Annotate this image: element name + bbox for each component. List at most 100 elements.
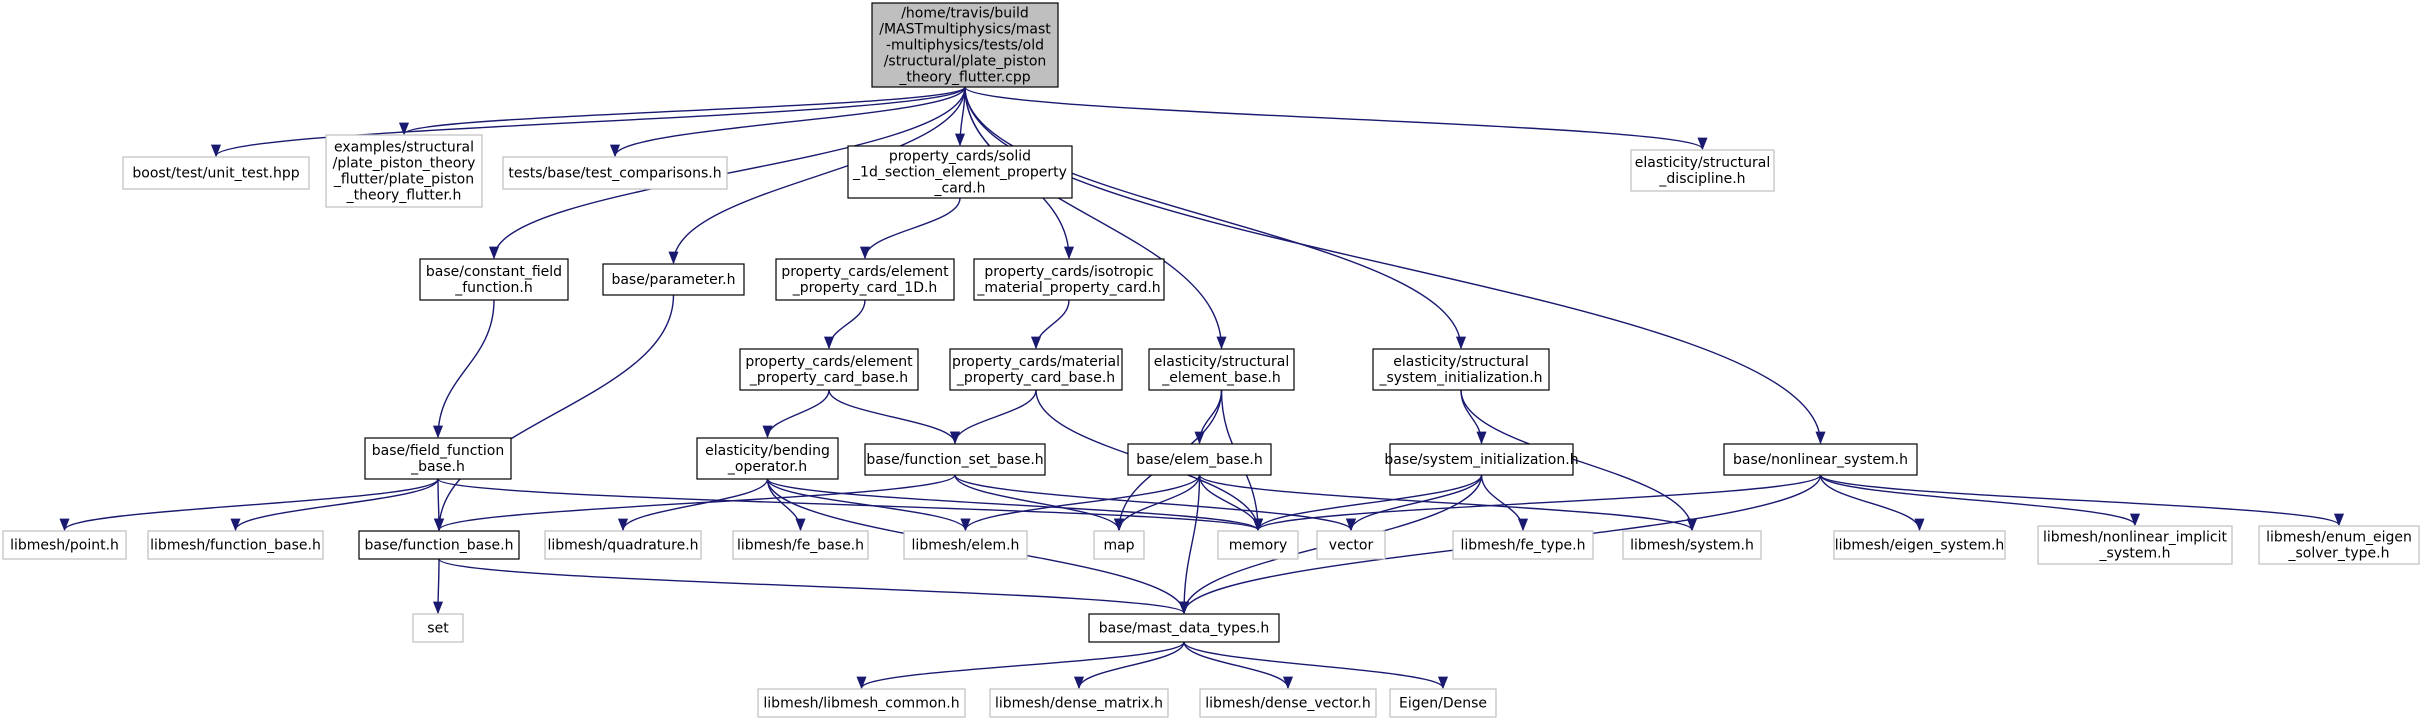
node-element_property_card_1d[interactable]: property_cards/element_property_card_1D.…: [775, 258, 955, 301]
node-structural_system_init[interactable]: elasticity/structural_system_initializat…: [1372, 348, 1550, 391]
edge-material_property_card_base-to-function_set_base: [949, 389, 1037, 445]
node-element_property_card_base[interactable]: property_cards/element_property_card_bas…: [739, 348, 919, 391]
node-box: [147, 530, 324, 560]
node-label-line: property_cards/element: [781, 264, 949, 280]
node-box: [949, 348, 1123, 391]
node-label-line: libmesh/function_base.h: [150, 537, 321, 553]
node-label-line: libmesh/point.h: [10, 537, 119, 553]
node-examples_plate[interactable]: examples/structural/plate_piston_theory_…: [325, 134, 483, 208]
node-libmesh_common[interactable]: libmesh/libmesh_common.h: [757, 688, 966, 718]
node-label-line: /home/travis/build: [901, 5, 1029, 21]
node-eigen_dense[interactable]: Eigen/Dense: [1389, 688, 1497, 718]
node-label-line: elasticity/structural: [1635, 155, 1771, 171]
node-label-line: _discipline.h: [1658, 171, 1745, 187]
node-parameter[interactable]: base/parameter.h: [602, 263, 745, 296]
edge-root-to-parameter: [668, 86, 966, 265]
node-libmesh_nonlinear_implicit[interactable]: libmesh/nonlinear_implicit_system.h: [2037, 525, 2233, 565]
node-label-line: libmesh/dense_matrix.h: [995, 695, 1163, 711]
edge-nonlinear_system-to-libmesh_eigen_system: [1819, 474, 1925, 532]
node-structural_element_base[interactable]: elasticity/structural_element_base.h: [1148, 348, 1295, 391]
node-label-line: _theory_flutter.h: [346, 187, 462, 203]
node-box: [1452, 530, 1594, 560]
node-libmesh_enum_eigen[interactable]: libmesh/enum_eigen_solver_type.h: [2258, 525, 2420, 565]
node-box: [989, 688, 1169, 718]
node-label-line: libmesh/nonlinear_implicit: [2043, 529, 2227, 545]
edge-function_set_base-to-function_base: [434, 474, 956, 532]
node-box: [871, 2, 1059, 88]
node-label-line: base/elem_base.h: [1136, 452, 1263, 468]
node-elem_base[interactable]: base/elem_base.h: [1127, 443, 1272, 476]
edge-nonlinear_system-to-libmesh_enum_eigen: [1819, 474, 2344, 527]
node-bending_operator[interactable]: elasticity/bending_operator.h: [696, 437, 839, 480]
node-label-line: libmesh/fe_base.h: [737, 537, 864, 553]
node-structural_discipline[interactable]: elasticity/structural_discipline.h: [1630, 149, 1775, 192]
node-label-line: _operator.h: [727, 459, 807, 475]
node-material_property_card_base[interactable]: property_cards/material_property_card_ba…: [949, 348, 1123, 391]
node-box: [864, 443, 1046, 476]
node-root[interactable]: /home/travis/build/MASTmultiphysics/mast…: [871, 2, 1059, 88]
node-box: [739, 348, 919, 391]
node-libmesh_fe_type[interactable]: libmesh/fe_type.h: [1452, 530, 1594, 560]
node-label-line: Eigen/Dense: [1399, 695, 1487, 711]
node-label-line: libmesh/dense_vector.h: [1205, 695, 1371, 711]
node-field_function_base[interactable]: base/field_function_base.h: [364, 437, 512, 480]
node-constant_field_function[interactable]: base/constant_field_function.h: [419, 258, 569, 301]
node-box: [1199, 688, 1377, 718]
node-memory[interactable]: memory: [1217, 530, 1299, 560]
node-libmesh_eigen_system[interactable]: libmesh/eigen_system.h: [1833, 530, 2006, 560]
node-isotropic_material[interactable]: property_cards/isotropic_material_proper…: [973, 258, 1165, 301]
node-label-line: base/parameter.h: [611, 272, 735, 288]
edge-elem_base-to-libmesh_elem: [960, 474, 1201, 532]
node-libmesh_dense_matrix[interactable]: libmesh/dense_matrix.h: [989, 688, 1169, 718]
node-system_initialization[interactable]: base/system_initialization.h: [1384, 443, 1579, 476]
node-label-line: _property_card_1D.h: [792, 280, 938, 296]
edge-elem_base-to-mast_data_types: [1178, 474, 1201, 615]
node-label-line: _system.h: [2099, 545, 2171, 561]
node-box: [757, 688, 966, 718]
node-label-line: _base.h: [410, 459, 465, 475]
edge-bending_operator-to-memory: [766, 478, 1263, 532]
node-libmesh_fe_base[interactable]: libmesh/fe_base.h: [732, 530, 869, 560]
node-libmesh_quadrature[interactable]: libmesh/quadrature.h: [544, 530, 702, 560]
node-box: [1316, 530, 1386, 560]
node-libmesh_system[interactable]: libmesh/system.h: [1622, 530, 1762, 560]
edge-system_initialization-to-vector: [1346, 474, 1483, 532]
edge-function_set_base-to-vector: [954, 474, 1356, 532]
node-function_base[interactable]: base/function_base.h: [358, 530, 520, 560]
node-libmesh_point[interactable]: libmesh/point.h: [2, 530, 127, 560]
node-box: [2258, 525, 2420, 565]
node-label-line: base/system_initialization.h: [1384, 452, 1578, 468]
node-function_set_base[interactable]: base/function_set_base.h: [864, 443, 1046, 476]
edge-elem_base-to-libmesh_system: [1198, 474, 1697, 532]
node-label-line: elasticity/structural: [1154, 354, 1290, 370]
node-label-line: base/mast_data_types.h: [1099, 620, 1270, 636]
edge-field_function_base-to-function_base: [433, 478, 445, 532]
edge-mast_data_types-to-libmesh_dense_matrix: [1074, 641, 1185, 690]
node-box: [2037, 525, 2233, 565]
node-test_comparisons[interactable]: tests/base/test_comparisons.h: [502, 156, 728, 190]
node-map[interactable]: map: [1093, 530, 1145, 560]
node-boost_unit_test[interactable]: boost/test/unit_test.hpp: [122, 156, 310, 190]
edge-function_base-to-mast_data_types: [438, 558, 1189, 615]
node-vector[interactable]: vector: [1316, 530, 1386, 560]
node-libmesh_dense_vector[interactable]: libmesh/dense_vector.h: [1199, 688, 1377, 718]
node-box: [1148, 348, 1295, 391]
node-box: [122, 156, 310, 190]
node-box: [1127, 443, 1272, 476]
node-solid_1d_section[interactable]: property_cards/solid_1d_section_element_…: [847, 145, 1073, 199]
node-label-line: tests/base/test_comparisons.h: [508, 165, 721, 181]
node-nonlinear_system[interactable]: base/nonlinear_system.h: [1723, 443, 1918, 476]
edge-root-to-structural_system_init: [964, 86, 1466, 350]
node-mast_data_types[interactable]: base/mast_data_types.h: [1088, 613, 1280, 643]
edge-nonlinear_system-to-libmesh_nonlinear_implicit: [1819, 474, 2140, 527]
node-box: [1217, 530, 1299, 560]
edge-root-to-structural_discipline: [964, 86, 1708, 151]
edge-field_function_base-to-memory: [437, 478, 1263, 532]
node-box: [502, 156, 728, 190]
node-set[interactable]: set: [412, 613, 464, 643]
node-label-line: _material_property_card.h: [976, 280, 1160, 296]
node-libmesh_elem[interactable]: libmesh/elem.h: [903, 530, 1028, 560]
node-libmesh_function_base[interactable]: libmesh/function_base.h: [147, 530, 324, 560]
node-box: [2, 530, 127, 560]
node-label-line: property_cards/material: [952, 354, 1120, 370]
